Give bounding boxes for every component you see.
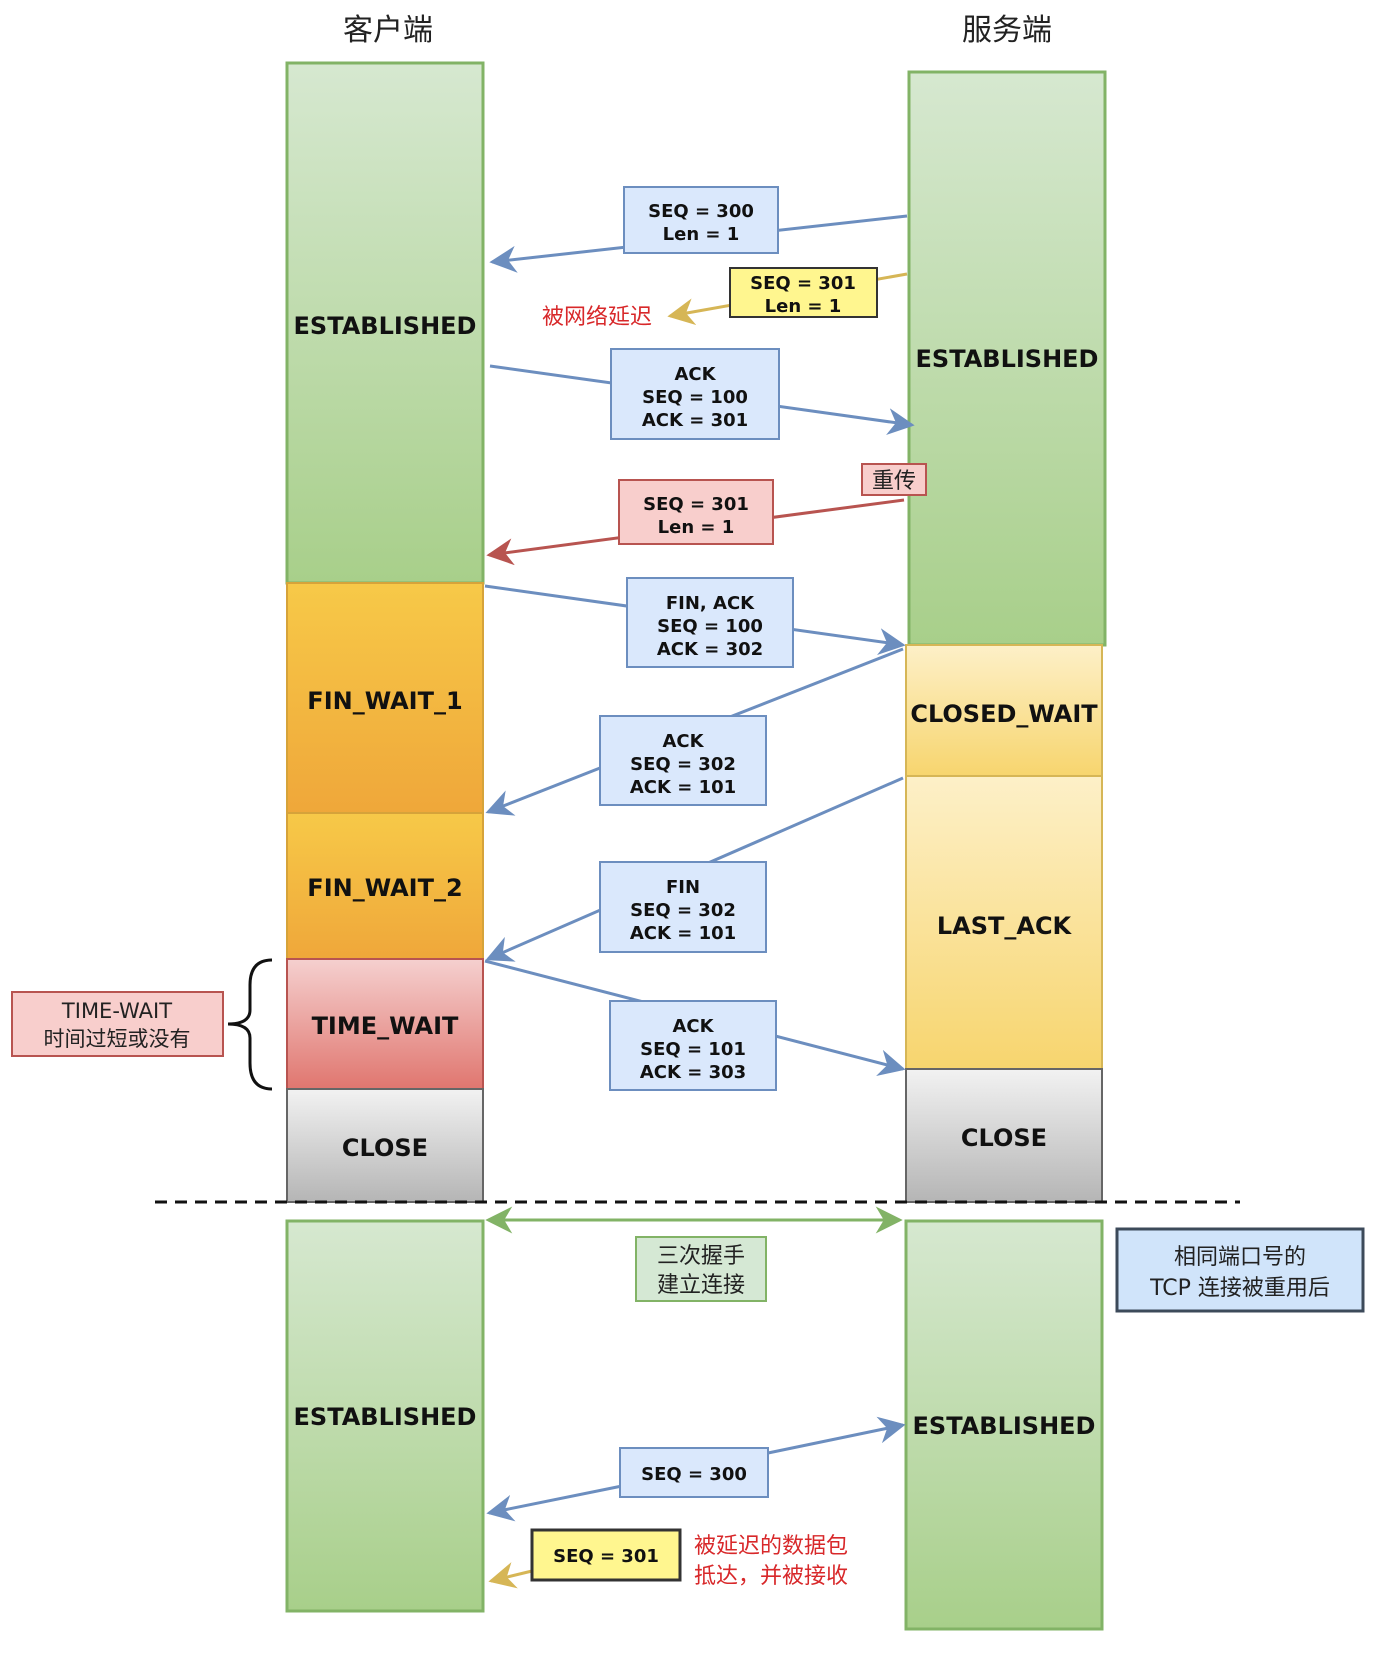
packet-line: SEQ = 300	[641, 1464, 747, 1485]
server-state-established: ESTABLISHED	[907, 70, 1107, 647]
client-state-fin-wait-2: FIN_WAIT_2	[286, 812, 484, 960]
client-state-established: ESTABLISHED	[285, 61, 485, 585]
packet-fin: FIN SEQ = 302 ACK = 101	[599, 861, 767, 953]
packet-line: SEQ = 300	[648, 201, 754, 222]
client-state-established-new: ESTABLISHED	[285, 1219, 485, 1613]
state-label: ESTABLISHED	[294, 312, 477, 340]
retransmit-text: 重传	[872, 469, 916, 494]
packet-line: SEQ = 302	[630, 754, 736, 775]
packet-fin-ack: FIN, ACK SEQ = 100 ACK = 302	[626, 577, 794, 668]
packet-line: ACK = 301	[642, 410, 748, 431]
note-line: 时间过短或没有	[44, 1027, 191, 1051]
state-label: ESTABLISHED	[913, 1412, 1096, 1440]
packet-seq301-delayed: SEQ = 301 Len = 1	[729, 267, 878, 318]
state-label: CLOSED_WAIT	[910, 700, 1098, 728]
note-line: 三次握手	[657, 1244, 745, 1269]
packet-line: SEQ = 301	[643, 494, 749, 515]
packet-line: SEQ = 302	[630, 900, 736, 921]
packet-new-seq300: SEQ = 300	[619, 1447, 769, 1498]
state-label: CLOSE	[961, 1124, 1047, 1152]
client-state-close: CLOSE	[286, 1088, 484, 1203]
server-state-close: CLOSE	[905, 1068, 1103, 1203]
packet-seq300: SEQ = 300 Len = 1	[623, 186, 779, 254]
packet-line: Len = 1	[765, 296, 842, 317]
state-label: ESTABLISHED	[294, 1403, 477, 1431]
client-header: 客户端	[343, 13, 433, 48]
state-label: TIME_WAIT	[312, 1012, 459, 1040]
arrow-new-seq301-to-client	[488, 1562, 533, 1589]
state-label: FIN_WAIT_2	[307, 874, 462, 902]
delayed-note: 被网络延迟	[542, 305, 652, 330]
server-header: 服务端	[962, 13, 1052, 48]
note-line: 相同端口号的	[1174, 1245, 1306, 1270]
packet-line: ACK	[662, 731, 704, 752]
packet-ack303: ACK SEQ = 101 ACK = 303	[609, 1000, 777, 1091]
delayed-arrival-note-line1: 被延迟的数据包	[694, 1534, 848, 1559]
packet-line: ACK = 303	[640, 1062, 746, 1083]
packet-line: FIN, ACK	[666, 593, 755, 614]
packet-ack301: ACK SEQ = 100 ACK = 301	[610, 348, 780, 440]
packet-new-seq301: SEQ = 301	[530, 1528, 682, 1582]
packet-line: ACK = 302	[657, 639, 763, 660]
client-state-fin-wait-1: FIN_WAIT_1	[286, 582, 484, 814]
time-wait-note: TIME-WAIT 时间过短或没有	[11, 991, 224, 1057]
client-state-time-wait: TIME_WAIT	[286, 958, 484, 1090]
packet-line: ACK = 101	[630, 923, 736, 944]
packet-line: ACK	[672, 1016, 714, 1037]
state-label: FIN_WAIT_1	[307, 687, 462, 715]
delayed-arrival-note-line2: 抵达，并被接收	[694, 1564, 848, 1589]
packet-line: FIN	[666, 877, 700, 898]
server-state-closed-wait: CLOSED_WAIT	[905, 644, 1103, 777]
packet-line: SEQ = 100	[642, 387, 748, 408]
packet-line: SEQ = 301	[553, 1546, 659, 1567]
reuse-note: 相同端口号的 TCP 连接被重用后	[1115, 1227, 1365, 1313]
note-line: TIME-WAIT	[61, 999, 172, 1023]
packet-ack101: ACK SEQ = 302 ACK = 101	[599, 715, 767, 806]
retransmit-label: 重传	[861, 463, 927, 496]
packet-line: Len = 1	[658, 517, 735, 538]
packet-line: Len = 1	[663, 224, 740, 245]
packet-seq301-retx: SEQ = 301 Len = 1	[618, 479, 774, 545]
state-label: CLOSE	[342, 1134, 428, 1162]
packet-line: SEQ = 101	[640, 1039, 746, 1060]
arrow-new-seq300-to-server	[767, 1416, 906, 1455]
packet-line: ACK = 101	[630, 777, 736, 798]
note-line: 建立连接	[657, 1273, 745, 1298]
packet-line: SEQ = 100	[657, 616, 763, 637]
packet-line: SEQ = 301	[750, 273, 856, 294]
server-state-established-new: ESTABLISHED	[904, 1219, 1104, 1631]
curly-brace-icon	[227, 958, 273, 1091]
handshake-note: 三次握手 建立连接	[635, 1236, 767, 1302]
note-line: TCP 连接被重用后	[1149, 1276, 1330, 1301]
server-state-last-ack: LAST_ACK	[905, 775, 1103, 1070]
state-label: LAST_ACK	[937, 912, 1073, 940]
arrow-new-seq300-to-client	[486, 1484, 623, 1522]
state-label: ESTABLISHED	[916, 345, 1099, 373]
packet-line: ACK	[674, 364, 716, 385]
